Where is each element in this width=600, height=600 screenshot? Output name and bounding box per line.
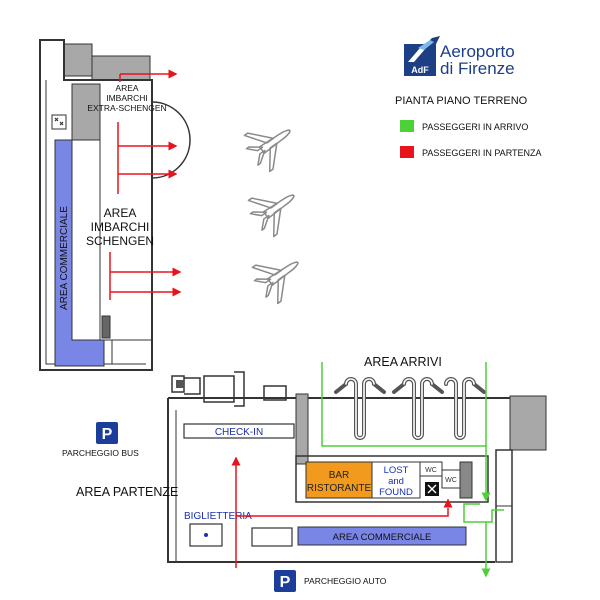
parking-auto-label: PARCHEGGIO AUTO bbox=[304, 576, 387, 586]
area-commerciale-vertical-label: AREA COMMERCIALE bbox=[59, 206, 70, 310]
area-extra-schengen-line3: EXTRA-SCHENGEN bbox=[87, 103, 166, 113]
area-commerciale-vertical bbox=[54, 139, 105, 367]
area-extra-schengen-line1: AREA bbox=[115, 83, 138, 93]
area-commerciale-bottom-label: AREA COMMERCIALE bbox=[333, 532, 432, 543]
area-schengen-line1: AREA bbox=[104, 206, 137, 220]
main-terminal: CHECK-IN BAR RISTORANTE LOST and FOUND W… bbox=[76, 355, 547, 563]
lost-found-line2: and bbox=[388, 476, 404, 487]
parking-bus-icon bbox=[96, 422, 118, 444]
brand-name-line2: di Firenze bbox=[440, 59, 515, 78]
area-partenze-label: AREA PARTENZE bbox=[76, 485, 178, 499]
legend-departure-label: PASSEGGERI IN PARTENZA bbox=[422, 148, 542, 158]
pier-stair bbox=[101, 315, 111, 339]
pier-outline bbox=[39, 39, 153, 371]
area-commerciale-bottom bbox=[297, 526, 467, 546]
legend-title: PIANTA PIANO TERRENO bbox=[395, 95, 528, 107]
terminal-gray-block-left bbox=[295, 393, 309, 465]
pier-gray-block-top bbox=[63, 43, 93, 77]
elevator-icon bbox=[51, 114, 67, 130]
plane-icon bbox=[246, 243, 312, 308]
arrival-flow-lines bbox=[321, 362, 504, 578]
area-schengen-line3: SCHENGEN bbox=[86, 234, 154, 248]
service-block bbox=[459, 461, 473, 499]
bar-label-line2: RISTORANTE bbox=[307, 483, 372, 494]
area-arrivi-label: AREA ARRIVI bbox=[364, 355, 442, 369]
area-extra-schengen-line2: IMBARCHI bbox=[106, 93, 148, 103]
pier-building: AREA COMMERCIALE AREA IMBARCHI EXTRA-SCH… bbox=[39, 39, 191, 371]
check-in-label: CHECK-IN bbox=[215, 427, 263, 438]
wc-label: WC bbox=[425, 467, 437, 474]
check-in-counter bbox=[183, 423, 295, 439]
legend-departure-swatch bbox=[400, 146, 414, 158]
brand-logo: AdF Aeroporto di Firenze bbox=[404, 36, 515, 78]
terminal-gray-block-right bbox=[509, 395, 547, 451]
logo-mark-text: AdF bbox=[411, 65, 429, 75]
pier-departure-arrows bbox=[109, 69, 182, 300]
parking-bus-symbol: P bbox=[102, 426, 113, 443]
plane-icon bbox=[242, 176, 308, 241]
lost-and-found bbox=[371, 461, 421, 499]
lost-found-line3: FOUND bbox=[379, 487, 413, 498]
legend-arrival-swatch bbox=[400, 120, 414, 132]
parking-auto: P PARCHEGGIO AUTO bbox=[274, 570, 387, 592]
area-schengen-line2: IMBARCHI bbox=[91, 220, 150, 234]
departure-flow-lines bbox=[231, 456, 453, 568]
parking-auto-symbol: P bbox=[280, 574, 291, 591]
parking-bus-label: PARCHEGGIO BUS bbox=[62, 448, 139, 458]
pier-semicircle bbox=[151, 101, 191, 179]
biglietteria-label: BIGLIETTERIA bbox=[184, 511, 252, 522]
lost-found-line1: LOST bbox=[384, 465, 409, 476]
parking-bus: P PARCHEGGIO BUS bbox=[62, 422, 139, 458]
wc-room bbox=[419, 461, 443, 477]
pier-gray-block-top-right bbox=[91, 55, 151, 81]
parking-auto-icon bbox=[274, 570, 296, 592]
plane-icon bbox=[238, 111, 304, 176]
wc-label-2: WC bbox=[445, 477, 457, 484]
bar-ristorante bbox=[305, 461, 373, 499]
brand-name-line1: Aeroporto bbox=[440, 42, 515, 61]
plane-icons bbox=[238, 111, 312, 308]
logo-mark-shape bbox=[404, 36, 440, 76]
bar-label-line1: BAR bbox=[329, 470, 350, 481]
legend-arrival-label: PASSEGGERI IN ARRIVO bbox=[422, 122, 528, 132]
baggage-carousels bbox=[334, 377, 486, 440]
map-legend: PIANTA PIANO TERRENO PASSEGGERI IN ARRIV… bbox=[395, 95, 542, 158]
